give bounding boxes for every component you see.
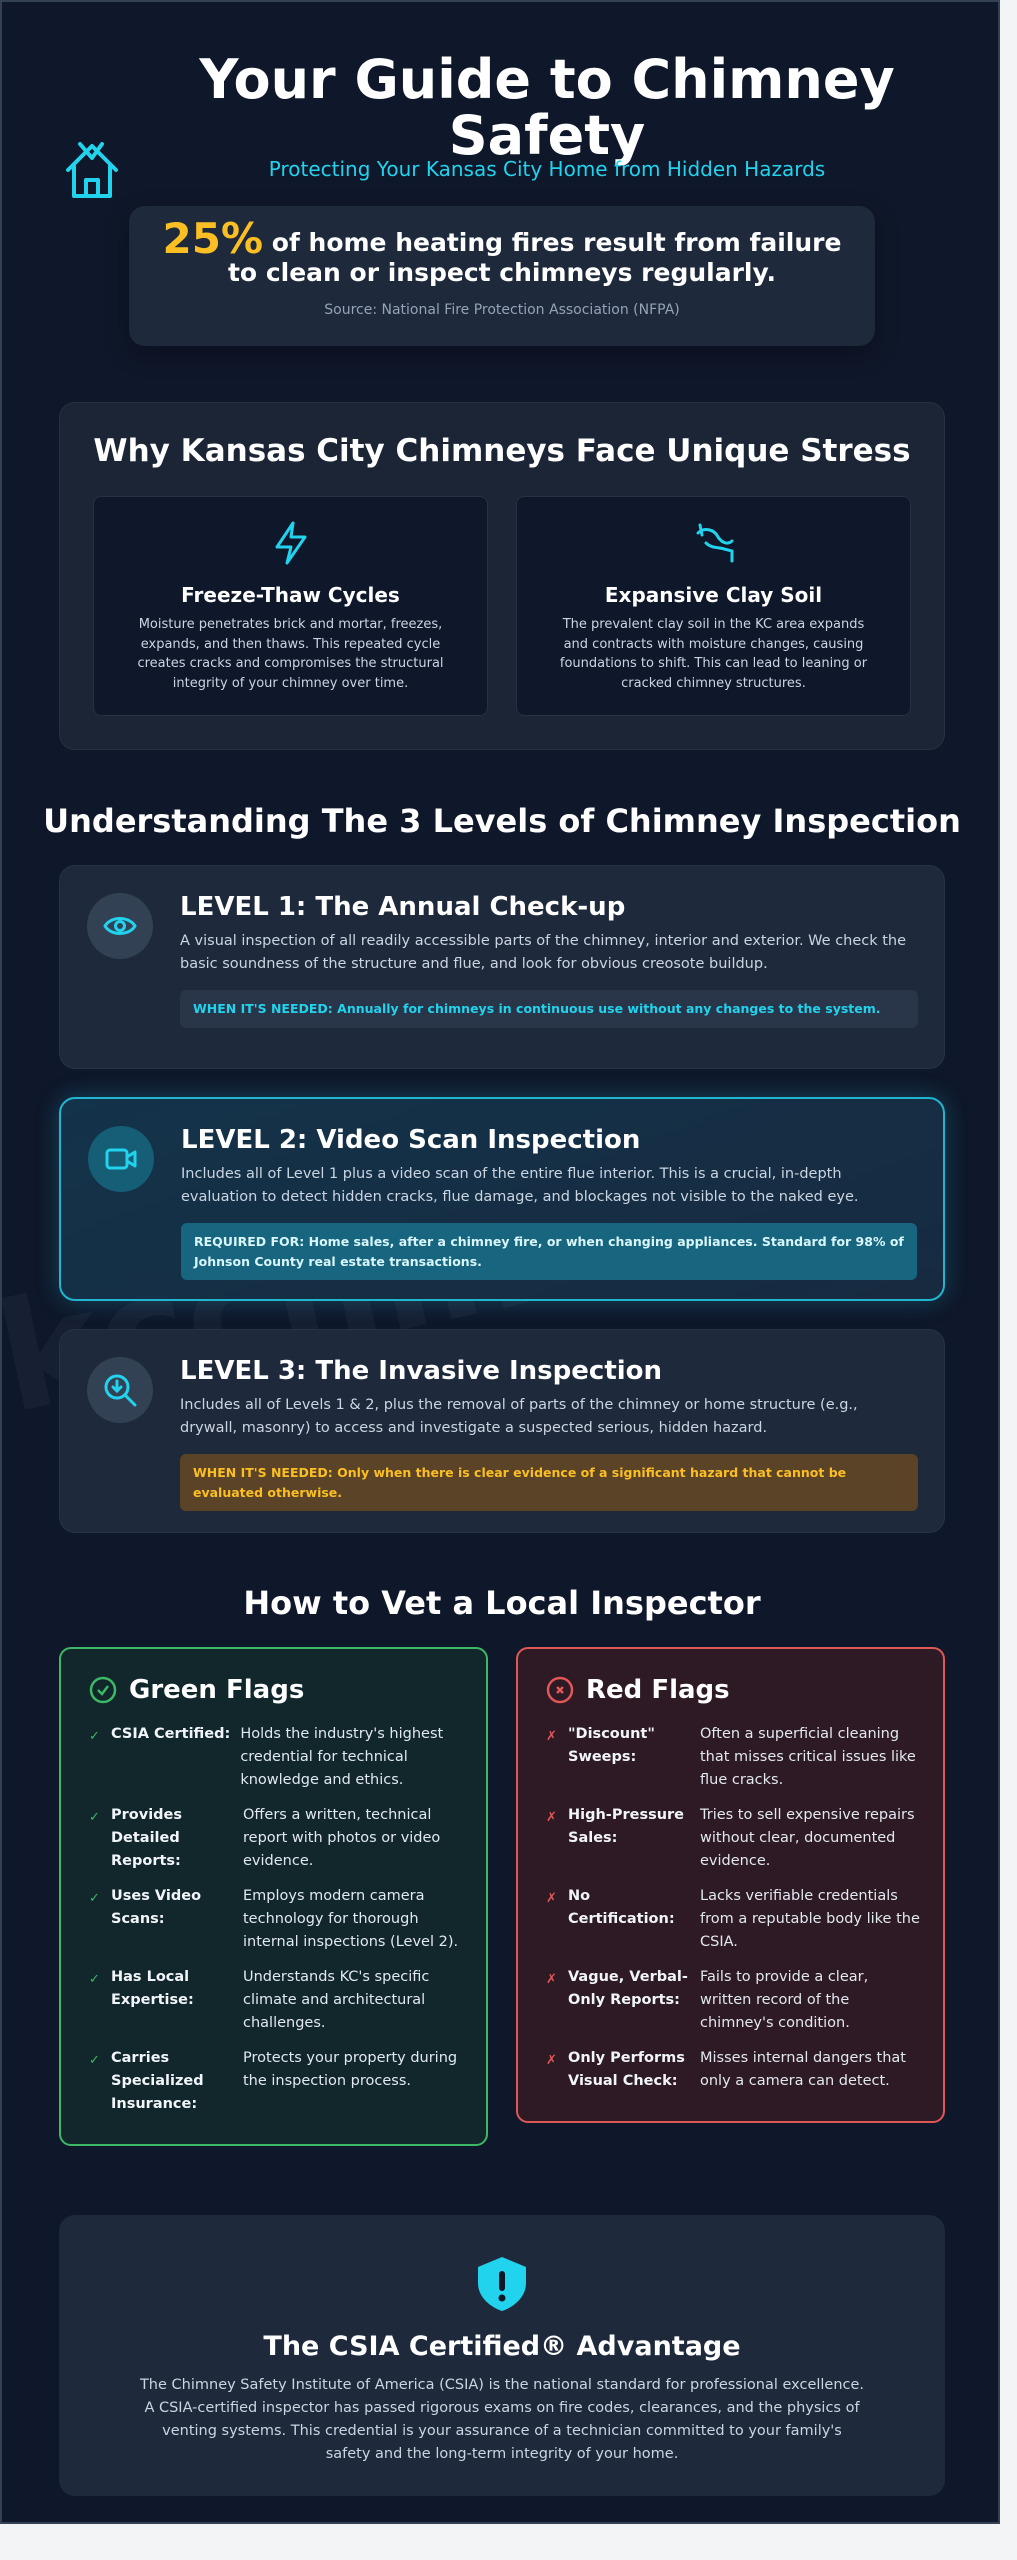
shield-alert-icon xyxy=(478,2257,526,2311)
check-circle-icon xyxy=(89,1676,117,1704)
eye-icon xyxy=(87,893,153,959)
level-text: Includes all of Level 1 plus a video sca… xyxy=(181,1166,859,1205)
header: Your Guide to Chimney Safety Protecting … xyxy=(2,48,998,198)
red-flags-title: Red Flags xyxy=(586,1675,730,1705)
check-icon: ✓ xyxy=(89,1729,100,1744)
flag-text: Holds the industry's highest credential … xyxy=(240,1726,444,1788)
red-flags-list: ✗ "Discount" Sweeps: Often a superficial c… xyxy=(546,1723,921,2093)
flag-label: Has Local Expertise: xyxy=(111,1969,194,2008)
flag-text: Tries to sell expensive repairs without … xyxy=(700,1807,915,1869)
flag-text: Employs modern camera technology for tho… xyxy=(243,1888,459,1950)
lightning-icon xyxy=(275,521,306,565)
level-callout: REQUIRED FOR: Home sales, after a chimne… xyxy=(181,1223,917,1280)
check-icon: ✓ xyxy=(89,1972,100,1987)
magnify-icon xyxy=(87,1357,153,1423)
stat-source: Source: National Fire Protection Associa… xyxy=(324,302,680,318)
flag-label: CSIA Certified: xyxy=(111,1726,231,1742)
stat-value: 25% xyxy=(162,214,264,263)
green-flags-card: Green Flags ✓ CSIA Certified: Holds the in… xyxy=(59,1647,488,2146)
flag-text: Offers a written, technical report with … xyxy=(243,1807,441,1869)
flag-label: High-Pressure Sales: xyxy=(568,1807,685,1846)
level-card: LEVEL 3: The Invasive Inspection Include… xyxy=(59,1329,945,1533)
x-icon: ✗ xyxy=(546,1729,557,1744)
flag-label: Carries Specialized Insurance: xyxy=(111,2050,204,2112)
x-icon: ✗ xyxy=(546,1810,557,1825)
stress-section: Why Kansas City Chimneys Face Unique Str… xyxy=(59,402,945,750)
flag-text: Often a superficial cleaning that misses… xyxy=(700,1726,916,1788)
stress-card: Freeze-Thaw Cycles Moisture penetrates b… xyxy=(93,496,488,716)
x-icon: ✗ xyxy=(546,2053,557,2068)
red-flags-card: Red Flags ✗ "Discount" Sweeps: Often a sup… xyxy=(516,1647,945,2123)
flag-label: No Certification: xyxy=(568,1888,675,1927)
check-icon: ✓ xyxy=(89,2053,100,2068)
flag-text: Misses internal dangers that only a came… xyxy=(700,2050,906,2089)
stat-text: of home heating fires result from failur… xyxy=(227,228,842,287)
flag-text: Understands KC's specific climate and ar… xyxy=(243,1969,430,2031)
stat-box: 25% of home heating fires result from fa… xyxy=(129,206,875,346)
green-flags-list: ✓ CSIA Certified: Holds the industry's hig… xyxy=(89,1723,464,2116)
infographic: kcchimney Your Guide to Chimney Safety P… xyxy=(0,0,1000,2524)
flag-text: Protects your property during the inspec… xyxy=(243,2050,458,2089)
stress-card-title: Freeze-Thaw Cycles xyxy=(181,583,400,607)
check-icon: ✓ xyxy=(89,1810,100,1825)
csia-text: The Chimney Safety Institute of America … xyxy=(139,2377,865,2462)
level-title: LEVEL 1: The Annual Check-up xyxy=(180,892,626,922)
shift-icon xyxy=(696,523,733,563)
flag-text: Lacks verifiable credentials from a repu… xyxy=(700,1888,920,1950)
level-text: A visual inspection of all readily acces… xyxy=(180,933,907,972)
page-subtitle: Protecting Your Kansas City Home from Hi… xyxy=(268,157,826,181)
stress-card-text: The prevalent clay soil in the KC area e… xyxy=(559,617,868,691)
level-callout: WHEN IT'S NEEDED: Annually for chimneys … xyxy=(180,990,918,1028)
x-icon: ✗ xyxy=(546,1972,557,1987)
level-card: LEVEL 2: Video Scan Inspection Includes … xyxy=(59,1097,945,1301)
section-title: Understanding The 3 Levels of Chimney In… xyxy=(43,802,961,840)
stress-card-text: Moisture penetrates brick and mortar, fr… xyxy=(137,617,444,691)
flag-label: Vague, Verbal-Only Reports: xyxy=(568,1969,688,2008)
flag-label: Uses Video Scans: xyxy=(111,1888,202,1927)
level-text: Includes all of Levels 1 & 2, plus the r… xyxy=(180,1397,858,1436)
flag-text: Fails to provide a clear, written record… xyxy=(700,1969,869,2031)
section-title: Why Kansas City Chimneys Face Unique Str… xyxy=(93,433,911,469)
level-callout: WHEN IT'S NEEDED: Only when there is cle… xyxy=(180,1454,918,1511)
red-flag-item: ✗ Only Performs Visual Check: Misses inter… xyxy=(546,2047,921,2093)
csia-title: The CSIA Certified® Advantage xyxy=(263,2331,741,2362)
level-title: LEVEL 2: Video Scan Inspection xyxy=(181,1125,641,1155)
red-flag-item: ✗ No Certification: Lacks verifiable crede… xyxy=(546,1885,921,1954)
video-camera-icon xyxy=(88,1126,154,1192)
stress-card-title: Expansive Clay Soil xyxy=(604,583,823,607)
green-flag-item: ✓ Provides Detailed Reports: Offers a writ… xyxy=(89,1804,464,1873)
green-flag-item: ✓ CSIA Certified: Holds the industry's hig… xyxy=(89,1723,464,1792)
stress-card: Expansive Clay Soil The prevalent clay s… xyxy=(516,496,911,716)
section-title: How to Vet a Local Inspector xyxy=(243,1584,761,1622)
green-flag-item: ✓ Has Local Expertise: Understands KC's sp… xyxy=(89,1966,464,2035)
house-icon xyxy=(66,142,118,198)
check-icon: ✓ xyxy=(89,1891,100,1906)
flag-label: Only Performs Visual Check: xyxy=(568,2050,685,2089)
csia-card: The CSIA Certified® Advantage The Chimne… xyxy=(59,2215,945,2496)
red-flag-item: ✗ "Discount" Sweeps: Often a superficial c… xyxy=(546,1723,921,1792)
x-icon: ✗ xyxy=(546,1891,557,1906)
level-card: LEVEL 1: The Annual Check-up A visual in… xyxy=(59,865,945,1069)
x-circle-icon xyxy=(546,1676,574,1704)
flag-label: "Discount" Sweeps: xyxy=(568,1726,655,1765)
level-title: LEVEL 3: The Invasive Inspection xyxy=(180,1356,663,1386)
green-flags-title: Green Flags xyxy=(129,1675,305,1705)
red-flag-item: ✗ High-Pressure Sales: Tries to sell expen… xyxy=(546,1804,921,1873)
page-title: Your Guide to Chimney Safety xyxy=(199,48,895,167)
green-flag-item: ✓ Carries Specialized Insurance: Protects … xyxy=(89,2047,464,2116)
red-flag-item: ✗ Vague, Verbal-Only Reports: Fails to pro… xyxy=(546,1966,921,2035)
green-flag-item: ✓ Uses Video Scans: Employs modern camera … xyxy=(89,1885,464,1954)
flag-label: Provides Detailed Reports: xyxy=(111,1807,183,1869)
